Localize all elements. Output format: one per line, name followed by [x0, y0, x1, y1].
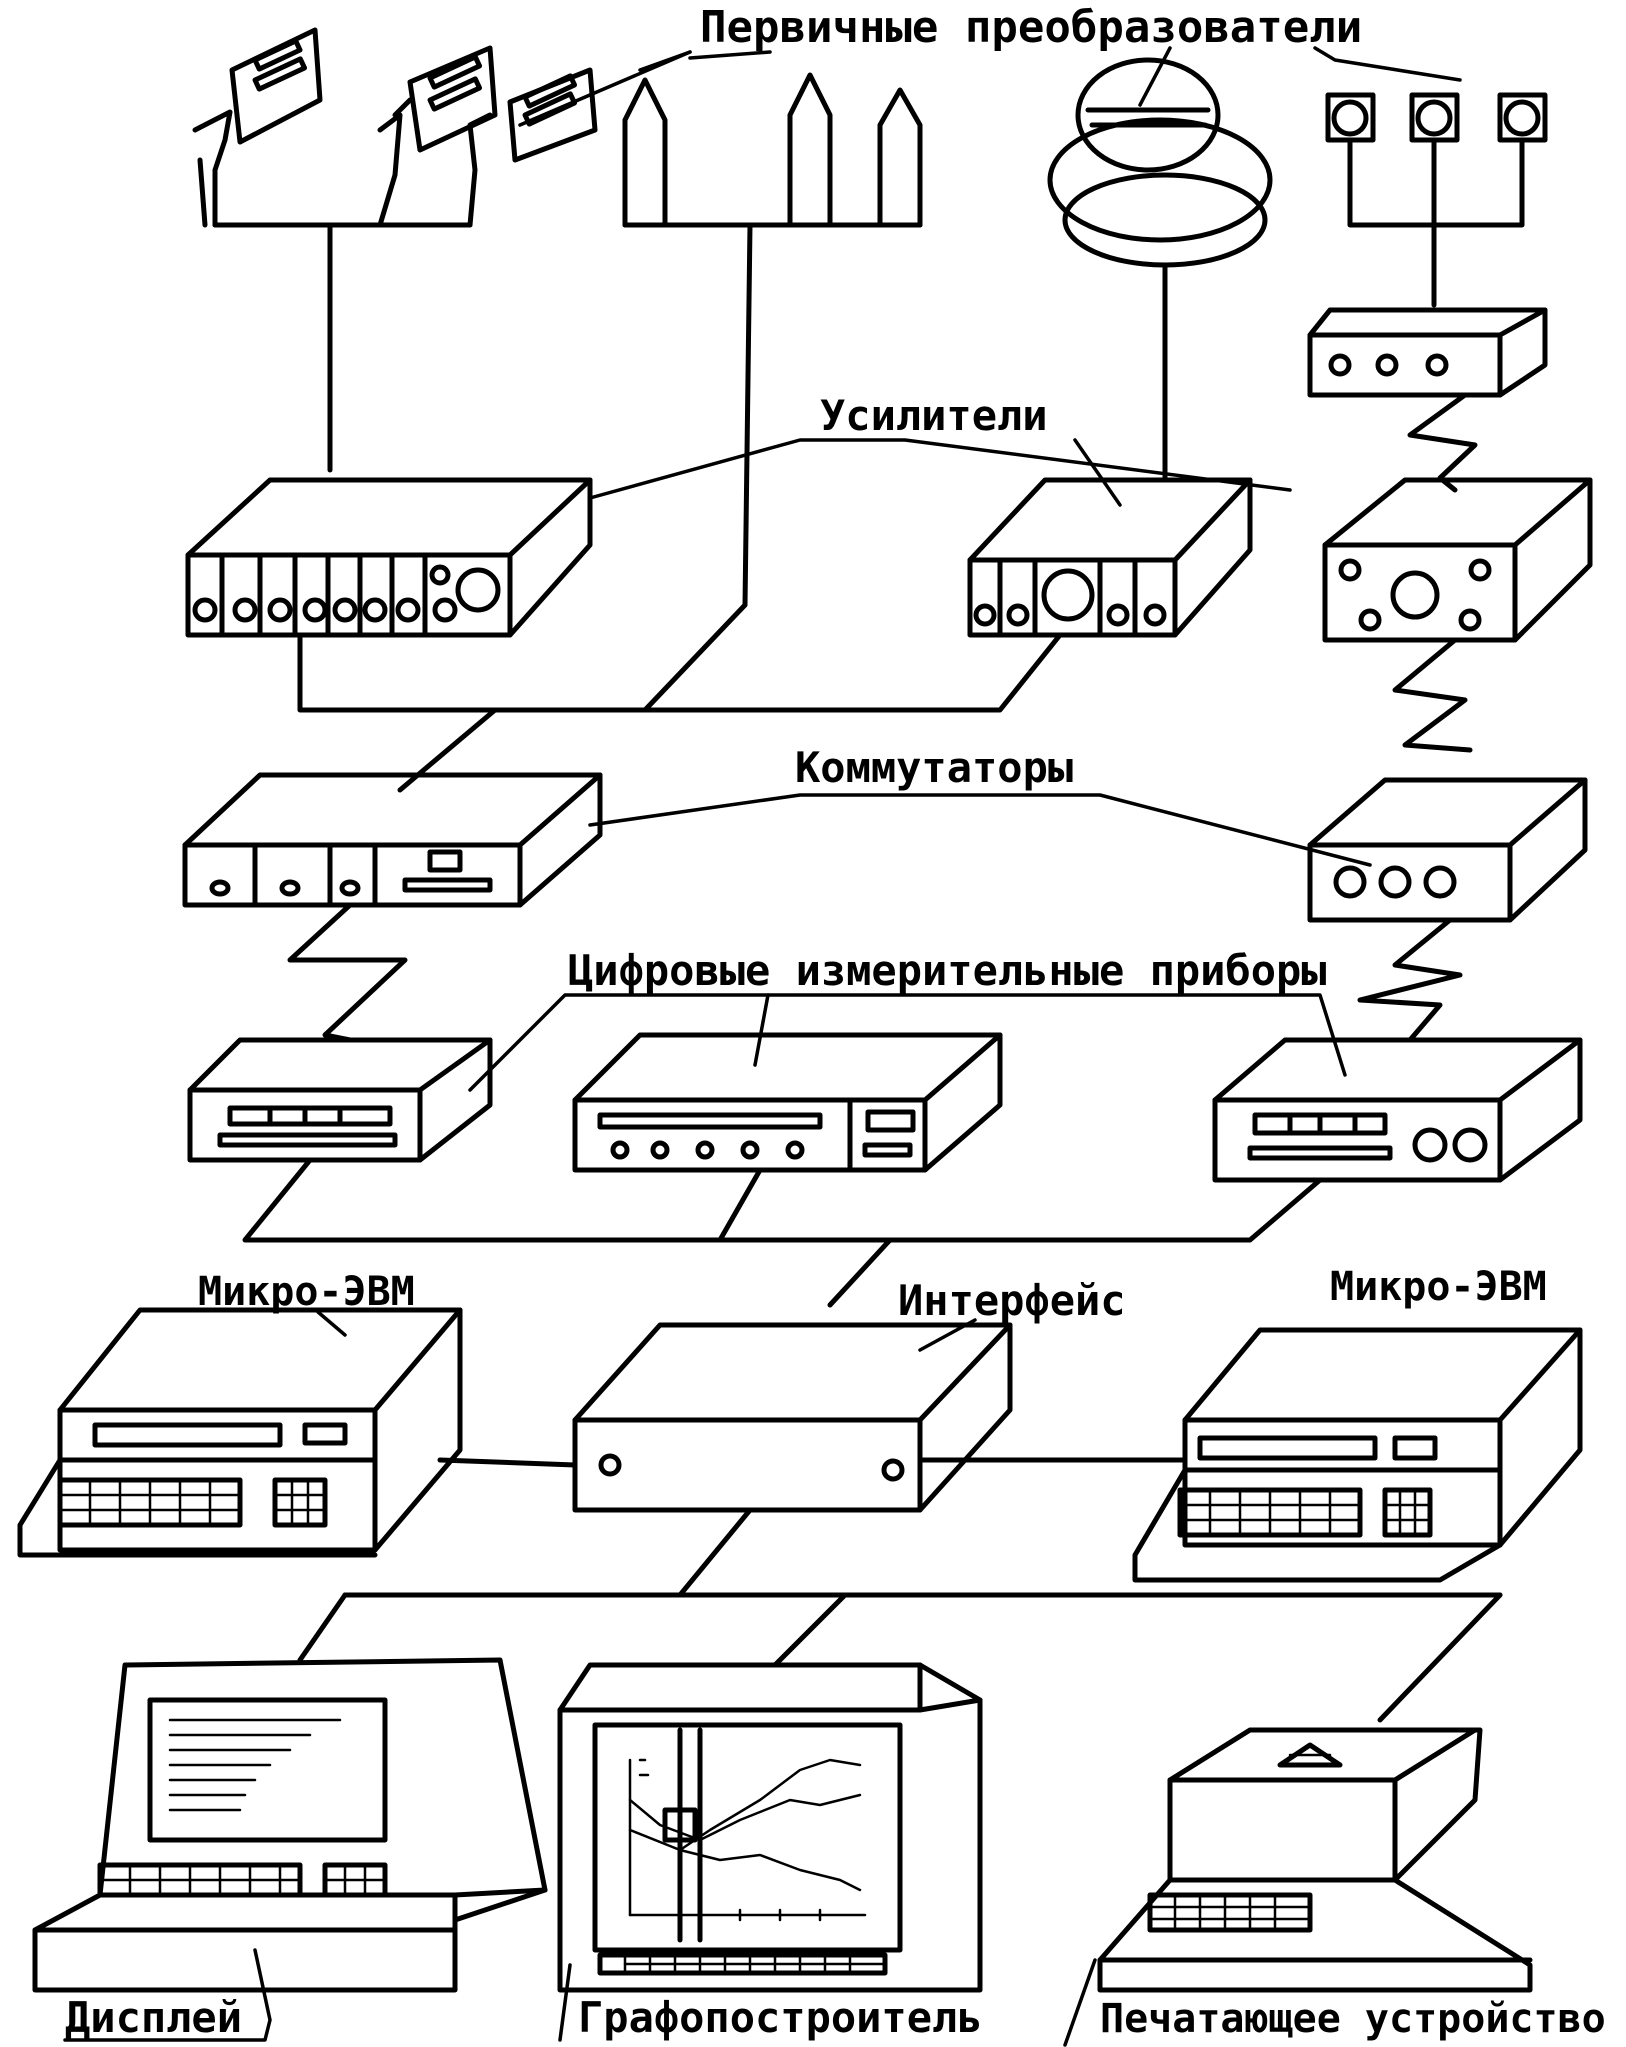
probe-sensors — [622, 72, 923, 608]
commutator-wiring — [287, 902, 1463, 1043]
printer-keyboard — [1148, 1753, 1332, 1932]
amplifier-right — [1322, 477, 1593, 643]
meter-right — [1212, 1037, 1583, 1183]
display-terminal — [32, 1657, 548, 1993]
printer-device — [1097, 1727, 1533, 1993]
square-sensors — [1325, 92, 1548, 308]
commutator-right — [1307, 777, 1588, 923]
interface-unit — [572, 1322, 1013, 1513]
label-digital-meters: Цифровые измерительные приборы — [568, 946, 1327, 995]
label-display: Дисплей — [65, 1993, 242, 2042]
micro-computer-left — [17, 1307, 463, 1558]
label-micro-computer-right: Микро-ЭВМ — [1330, 1264, 1547, 1310]
meter-middle — [572, 1032, 1003, 1173]
label-primary-converters: Первичные преобразователи — [700, 2, 1362, 53]
keyboard-grid-left — [58, 1478, 327, 1527]
keyboard-grid-right — [1178, 1488, 1432, 1537]
label-interface: Интерфейс — [898, 1276, 1126, 1325]
label-plotter: Графопостроитель — [578, 1993, 983, 2042]
plotter-graph — [623, 1758, 887, 1975]
small-sensor-box — [1307, 307, 1548, 493]
display-screen-text — [98, 1718, 387, 1897]
leader-lines — [63, 46, 1462, 2047]
meter-left — [187, 1037, 493, 1163]
amplifier-left — [185, 477, 593, 638]
dome-sensor — [1047, 57, 1273, 483]
label-micro-computer-left: Микро-ЭВМ — [198, 1269, 415, 1315]
commutator-left — [182, 772, 603, 908]
label-commutators: Коммутаторы — [795, 743, 1073, 792]
strain-gauge-group — [192, 27, 598, 473]
label-printer: Печатающее устройство — [1100, 1996, 1606, 2042]
meter-wiring — [242, 1157, 1323, 1308]
interface-wiring — [297, 1457, 1503, 1723]
plotter-device — [557, 1662, 983, 1993]
label-amplifiers: Усилители — [820, 391, 1048, 440]
micro-computer-right — [1132, 1327, 1583, 1583]
amplifier-middle — [967, 477, 1253, 638]
